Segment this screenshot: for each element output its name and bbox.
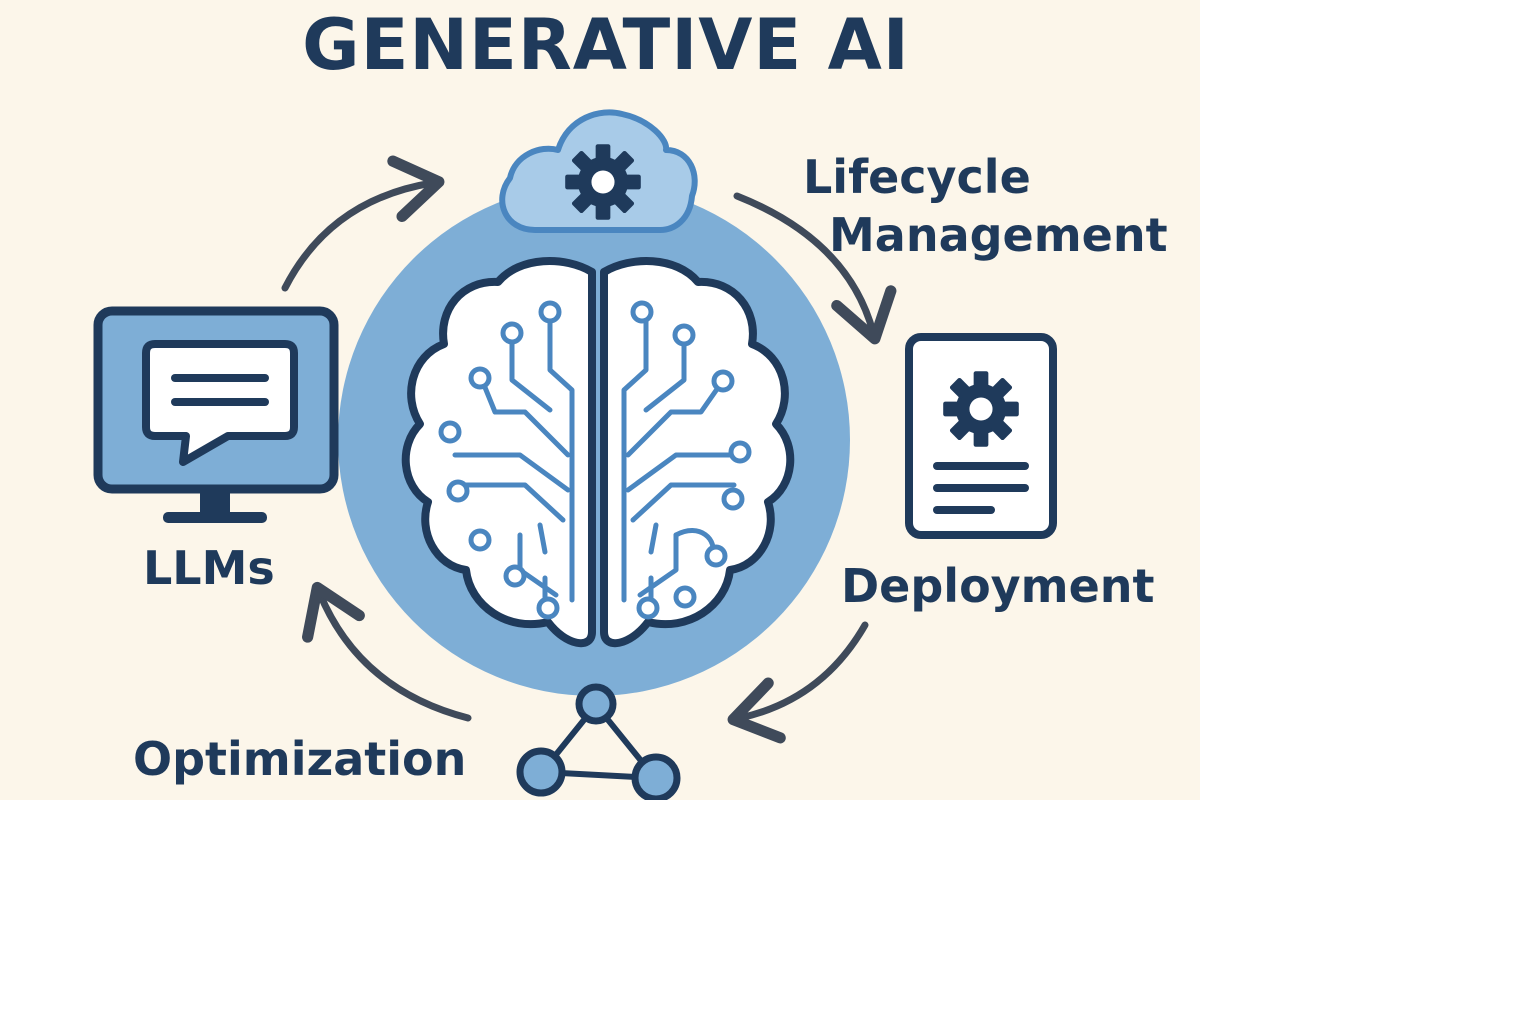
diagram-artwork [93,109,1057,800]
cycle-arrow-bottom-right [727,621,869,744]
network-nodes-icon [516,683,681,800]
diagram-title: GENERATIVE AI [0,10,1200,80]
deployment-label: Deployment [841,559,1155,613]
cloud-gear-icon [499,109,698,233]
cycle-arrow-top-left [281,155,445,292]
diagram-canvas: GENERATIVE AI Lifecycle Management LLMs … [0,0,1200,800]
monitor-chat-icon [93,306,339,523]
lifecycle-label-line2: Management [829,208,1168,262]
brain-circuit-icon [401,257,795,648]
cycle-arrow-bottom-left [302,581,472,722]
optimization-label: Optimization [133,732,467,786]
diagram-title-text: GENERATIVE AI [302,4,910,86]
lifecycle-management-label: Lifecycle Management [803,148,1168,264]
lifecycle-label-line1: Lifecycle [803,150,1031,204]
llms-label: LLMs [143,541,275,595]
document-gear-icon [905,333,1057,539]
cycle-arrow-top-right [733,192,897,345]
